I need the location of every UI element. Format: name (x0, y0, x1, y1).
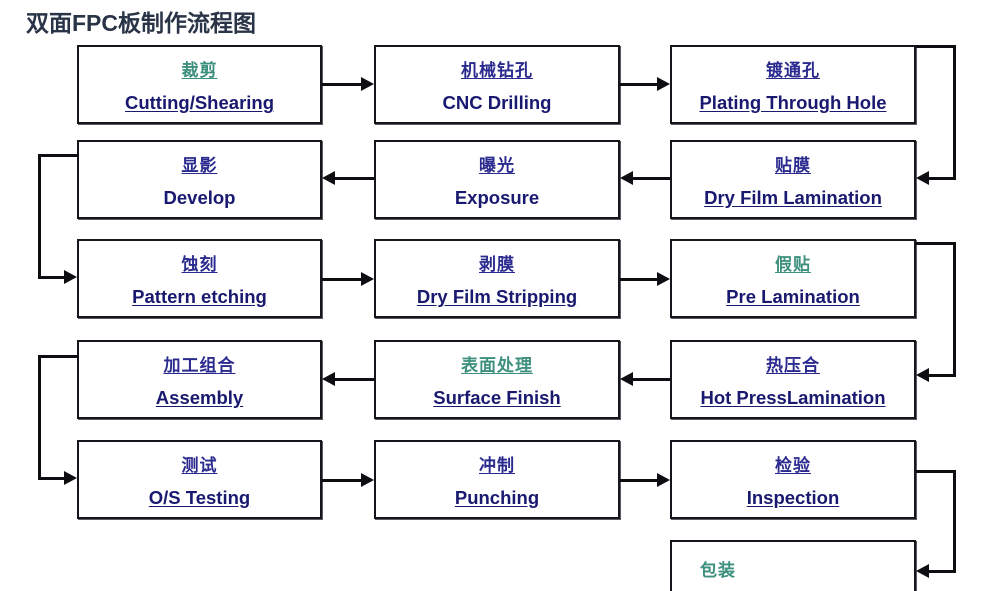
node-etching-en: Pattern etching (132, 286, 267, 307)
connector-etching-to-stripping (322, 278, 361, 281)
connector-prelam-wrap-vertical (953, 242, 956, 377)
connector-inspection-wrap-vertical (953, 470, 956, 573)
node-packaging[interactable]: 包装 (670, 540, 916, 591)
connector-drilling-to-pth (620, 83, 657, 86)
connector-inspection-wrap-top (916, 470, 956, 473)
connector-inspection-wrap-bottom (929, 570, 956, 573)
node-surface-en: Surface Finish (433, 387, 561, 408)
connector-surface-to-assembly (335, 378, 374, 381)
node-inspection[interactable]: 检验 Inspection (670, 440, 916, 519)
arrowhead-assembly-to-testing (64, 471, 77, 485)
node-drilling[interactable]: 机械钻孔 CNC Drilling (374, 45, 620, 124)
arrowhead-punching-to-inspection (657, 473, 670, 487)
connector-pth-wrap-top (916, 45, 956, 48)
connector-assembly-wrap-top (38, 355, 79, 358)
connector-hotpress-to-surface (633, 378, 670, 381)
node-pattern-etching[interactable]: 蚀刻 Pattern etching (77, 239, 322, 318)
node-develop-en: Develop (163, 187, 236, 208)
node-assembly-en: Assembly (155, 387, 244, 408)
node-testing-cn: 测试 (181, 456, 218, 475)
node-testing-en: O/S Testing (148, 487, 251, 508)
arrowhead-surface-to-assembly (322, 372, 335, 386)
arrowhead-dfl-to-exposure (620, 171, 633, 185)
connector-pth-wrap-vertical (953, 45, 956, 180)
arrowhead-cutting-to-drilling (361, 77, 374, 91)
node-pre-lamination[interactable]: 假贴 Pre Lamination (670, 239, 916, 318)
connector-exposure-to-develop (335, 177, 374, 180)
connector-dfl-to-exposure (633, 177, 670, 180)
node-punching[interactable]: 冲制 Punching (374, 440, 620, 519)
node-packaging-cn: 包装 (700, 561, 736, 580)
arrowhead-stripping-to-prelam (657, 272, 670, 286)
node-develop-cn: 显影 (181, 156, 218, 175)
node-dry-film-stripping[interactable]: 剥膜 Dry Film Stripping (374, 239, 620, 318)
node-assembly[interactable]: 加工组合 Assembly (77, 340, 322, 419)
node-stripping-en: Dry Film Stripping (416, 286, 578, 307)
node-cutting[interactable]: 裁剪 Cutting/Shearing (77, 45, 322, 124)
node-hot-press-lamination[interactable]: 热压合 Hot PressLamination (670, 340, 916, 419)
node-exposure[interactable]: 曝光 Exposure (374, 140, 620, 219)
connector-testing-to-punching (322, 479, 361, 482)
node-plating-through-hole[interactable]: 镀通孔 Plating Through Hole (670, 45, 916, 124)
node-inspection-en: Inspection (746, 487, 840, 508)
arrowhead-exposure-to-develop (322, 171, 335, 185)
connector-cutting-to-drilling (322, 83, 361, 86)
node-cutting-cn: 裁剪 (181, 61, 218, 80)
node-dry-film-lamination[interactable]: 贴膜 Dry Film Lamination (670, 140, 916, 219)
node-drilling-cn: 机械钻孔 (461, 61, 533, 80)
node-surface-finish[interactable]: 表面处理 Surface Finish (374, 340, 620, 419)
arrowhead-testing-to-punching (361, 473, 374, 487)
node-pth-en: Plating Through Hole (699, 92, 887, 113)
node-cutting-en: Cutting/Shearing (124, 92, 275, 113)
node-dfl-en: Dry Film Lamination (704, 187, 882, 208)
connector-prelam-wrap-top (916, 242, 956, 245)
page-title: 双面FPC板制作流程图 (26, 10, 256, 36)
node-stripping-cn: 剥膜 (479, 255, 515, 274)
node-exposure-en: Exposure (454, 187, 540, 208)
node-hotpress-en: Hot PressLamination (700, 387, 886, 408)
arrowhead-inspection-to-packaging (916, 564, 929, 578)
connector-develop-wrap-vertical (38, 154, 41, 279)
arrowhead-develop-to-etching (64, 270, 77, 284)
node-etching-cn: 蚀刻 (181, 255, 218, 274)
node-os-testing[interactable]: 测试 O/S Testing (77, 440, 322, 519)
node-assembly-cn: 加工组合 (163, 356, 236, 375)
arrowhead-hotpress-to-surface (620, 372, 633, 386)
connector-stripping-to-prelam (620, 278, 657, 281)
connector-develop-wrap-bottom (38, 276, 64, 279)
node-drilling-en: CNC Drilling (442, 92, 552, 113)
connector-develop-wrap-top (38, 154, 79, 157)
node-develop[interactable]: 显影 Develop (77, 140, 322, 219)
arrowhead-drilling-to-pth (657, 77, 670, 91)
node-pth-cn: 镀通孔 (766, 61, 820, 80)
arrowhead-pth-to-dfl (916, 171, 929, 185)
node-prelam-en: Pre Lamination (726, 286, 860, 307)
arrowhead-prelam-to-hotpress (916, 368, 929, 382)
node-punching-en: Punching (454, 487, 540, 508)
connector-assembly-wrap-vertical (38, 355, 41, 480)
connector-prelam-wrap-bottom (929, 374, 956, 377)
node-exposure-cn: 曝光 (479, 156, 515, 175)
connector-punching-to-inspection (620, 479, 657, 482)
node-surface-cn: 表面处理 (461, 356, 533, 375)
node-prelam-cn: 假贴 (775, 255, 811, 274)
connector-assembly-wrap-bottom (38, 477, 64, 480)
node-inspection-cn: 检验 (775, 456, 811, 475)
node-punching-cn: 冲制 (479, 456, 515, 475)
node-dfl-cn: 贴膜 (775, 156, 811, 175)
node-hotpress-cn: 热压合 (766, 356, 820, 375)
connector-pth-wrap-bottom (929, 177, 956, 180)
arrowhead-etching-to-stripping (361, 272, 374, 286)
